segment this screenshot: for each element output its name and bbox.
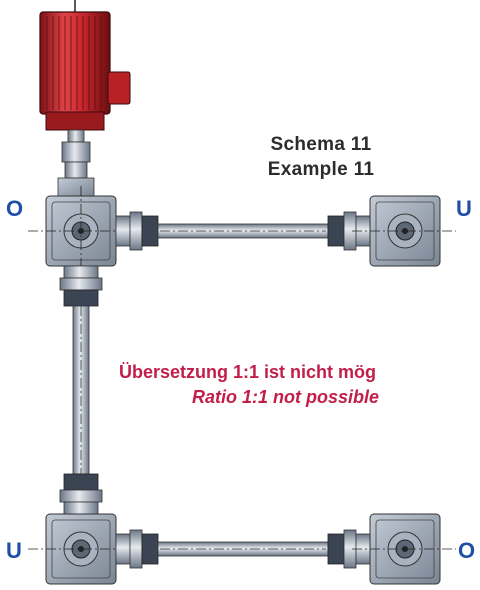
motor-coupling xyxy=(61,129,91,179)
top-horizontal-shaft xyxy=(115,211,371,251)
port-label-top-right: U xyxy=(456,196,472,221)
gearbox-top-left xyxy=(28,177,134,276)
schema-title-de: Schema 11 xyxy=(270,134,372,155)
port-label-bottom-right: O xyxy=(458,538,476,563)
gearbox-top-right xyxy=(352,195,456,267)
bottom-horizontal-shaft xyxy=(115,529,371,569)
ratio-note-de: Übersetzung 1:1 ist nicht mög xyxy=(119,362,377,382)
schema-title-en: Example 11 xyxy=(267,159,375,180)
gearbox-bottom-right xyxy=(352,513,456,585)
port-label-bottom-left: U xyxy=(6,538,22,563)
vertical-shaft xyxy=(59,265,103,515)
motor xyxy=(39,0,131,131)
gearbox-bottom-left xyxy=(28,513,134,585)
port-label-top-left: O xyxy=(6,196,24,221)
ratio-note-en: Ratio 1:1 not possible xyxy=(192,387,380,407)
